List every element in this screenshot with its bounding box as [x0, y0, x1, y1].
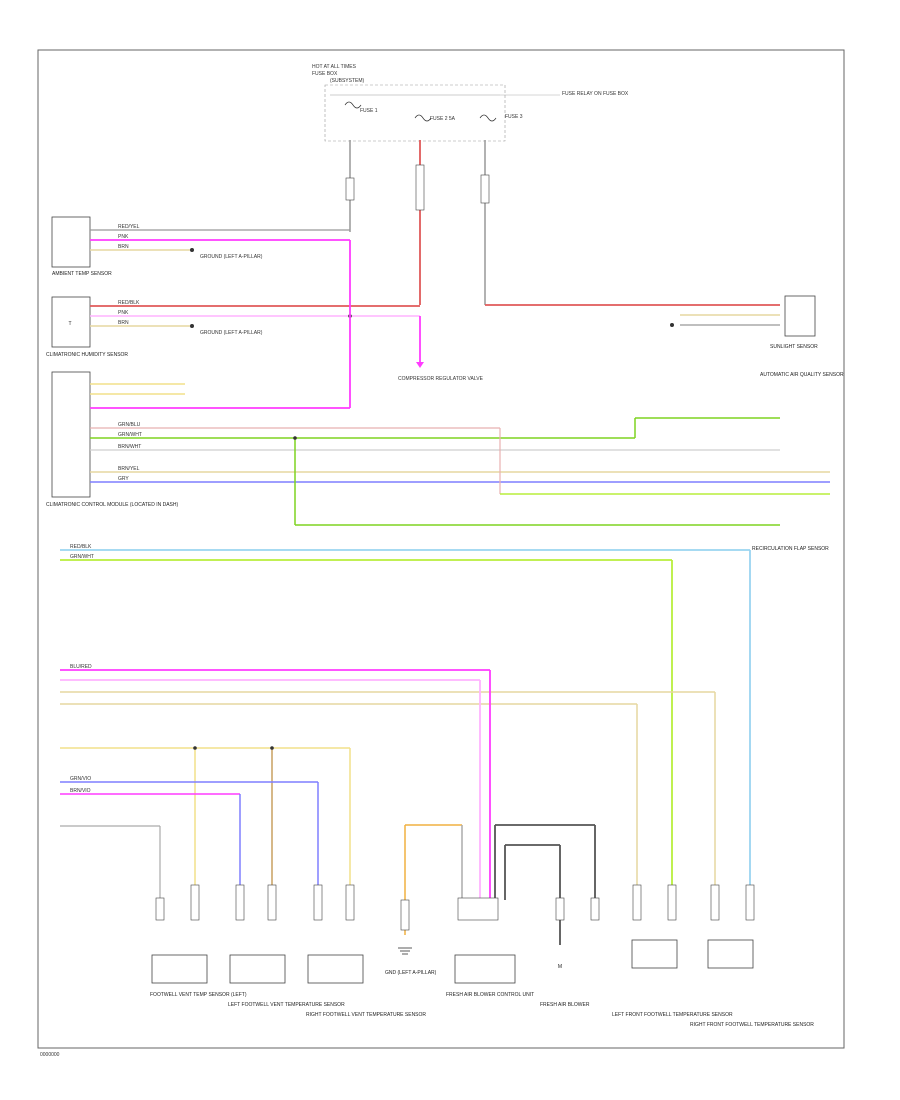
sunlight-sensor-box [784, 295, 816, 337]
wire-label-w4: RED/BLK [118, 300, 140, 306]
connector-b9 [555, 897, 565, 921]
connector-c3 [480, 174, 490, 204]
wire-label-w11: GRY [118, 476, 129, 482]
ground-dot-1 [190, 248, 194, 252]
wire-label-w8: GRN/WHT [118, 432, 142, 438]
bottom-label-5: FRESH AIR BLOWER CONTROL UNIT [446, 992, 534, 998]
fuse-box-title-3: (SUBSYSTEM) [330, 78, 365, 84]
bottom-label-1: FOOTWELL VENT TEMP SENSOR (LEFT) [150, 992, 247, 998]
wire-label-w13: GRN/WHT [70, 554, 94, 560]
bottom-component-8 [707, 939, 754, 969]
bottom-label-6: FRESH AIR BLOWER [540, 1002, 590, 1008]
connector-c1 [345, 177, 355, 201]
page-code: 0000000 [40, 1052, 60, 1058]
ground-note-1: GROUND (LEFT A-PILLAR) [200, 254, 263, 260]
bottom-component-7 [631, 939, 678, 969]
control-module-box [51, 371, 91, 498]
recirc-sensor-label: RECIRCULATION FLAP SENSOR [752, 546, 829, 552]
wire-label-w7: GRN/BLU [118, 422, 141, 428]
connector-b3 [235, 884, 245, 921]
bottom-label-7: LEFT FRONT FOOTWELL TEMPERATURE SENSOR [612, 1012, 733, 1018]
connector-b13 [710, 884, 720, 921]
splice-2 [293, 436, 297, 440]
wire-label-w6: BRN [118, 320, 129, 326]
fuse-3-symbol [479, 114, 497, 122]
splice-3 [193, 746, 197, 750]
fuse-3-label: FUSE 3 [505, 114, 523, 120]
fresh-air-blower-symbol: M [558, 964, 562, 970]
control-module: CLIMATRONIC CONTROL MODULE (LOCATED IN D… [46, 371, 178, 508]
wire-label-w10: BRN/YEL [118, 466, 140, 472]
connector-b12 [667, 884, 677, 921]
sunlight-sensor-label: SUNLIGHT SENSOR [770, 344, 818, 350]
compressor-note: COMPRESSOR REGULATOR VALVE [398, 376, 484, 382]
connector-b5 [313, 884, 323, 921]
wire-label-w12: RED/BLK [70, 544, 92, 550]
fuse-2-label: FUSE 2 5A [430, 116, 456, 122]
connector-b14 [745, 884, 755, 921]
bottom-label-8: RIGHT FRONT FOOTWELL TEMPERATURE SENSOR [690, 1022, 814, 1028]
ground-dot-2 [190, 324, 194, 328]
air-quality-label: AUTOMATIC AIR QUALITY SENSOR [760, 372, 844, 378]
humidity-sensor-box [51, 296, 91, 348]
ground-dot-3 [670, 323, 674, 327]
fuse-box-title-1: HOT AT ALL TIMES [312, 64, 357, 70]
wire-label-w16: BRN/VIO [70, 788, 91, 794]
diagram-frame [37, 49, 845, 1049]
connector-c2 [415, 164, 425, 211]
ambient-sensor-box [51, 216, 91, 268]
fuse-2-symbol [414, 114, 432, 122]
wire-label-w3: BRN [118, 244, 129, 250]
ambient-sensor: AMBIENT TEMP SENSOR [51, 216, 112, 277]
wire-label-w15: GRN/VIO [70, 776, 91, 782]
connector-b8 [457, 897, 499, 921]
humidity-sensor: T CLIMATRONIC HUMIDITY SENSOR [46, 296, 128, 358]
fuse-box-title-2: FUSE BOX [312, 71, 338, 77]
bottom-component-3 [307, 954, 364, 984]
connector-b10 [590, 897, 600, 921]
wire-label-w9: BRN/WHT [118, 444, 141, 450]
control-module-label: CLIMATRONIC CONTROL MODULE (LOCATED IN D… [46, 502, 178, 508]
bottom-label-4: GND (LEFT A-PILLAR) [385, 970, 437, 976]
bottom-label-3: RIGHT FOOTWELL VENT TEMPERATURE SENSOR [306, 1012, 426, 1018]
ambient-sensor-label: AMBIENT TEMP SENSOR [52, 271, 112, 277]
connector-b7 [400, 899, 410, 931]
connector-b11 [632, 884, 642, 921]
wire-label-w2: PNK [118, 234, 129, 240]
humidity-sensor-label: CLIMATRONIC HUMIDITY SENSOR [46, 352, 128, 358]
fuse-1-label: FUSE 1 [360, 108, 378, 114]
connector-b6 [345, 884, 355, 921]
ground-note-2: GROUND (LEFT A-PILLAR) [200, 330, 263, 336]
wire-label-w1: RED/YEL [118, 224, 140, 230]
ground-symbol [398, 947, 412, 955]
bottom-component-5 [454, 954, 516, 984]
connector-b2 [190, 884, 200, 921]
wire-label-w5: PNK [118, 310, 129, 316]
bottom-component-2 [229, 954, 286, 984]
bottom-label-2: LEFT FOOTWELL VENT TEMPERATURE SENSOR [228, 1002, 345, 1008]
connector-b4 [267, 884, 277, 921]
fuse-box-outline [324, 84, 506, 142]
bottom-component-1 [151, 954, 208, 984]
fuse-1-symbol [344, 101, 362, 109]
arrow-pink-drop [416, 362, 424, 368]
splice-4 [270, 746, 274, 750]
wire-label-w14: BLU/RED [70, 664, 92, 670]
fuse-box: HOT AT ALL TIMES FUSE BOX (SUBSYSTEM) FU… [312, 64, 629, 142]
humidity-sensor-mark: T [68, 321, 71, 327]
fuse-box-note: FUSE RELAY ON FUSE BOX [562, 91, 629, 97]
connector-b1 [155, 897, 165, 921]
